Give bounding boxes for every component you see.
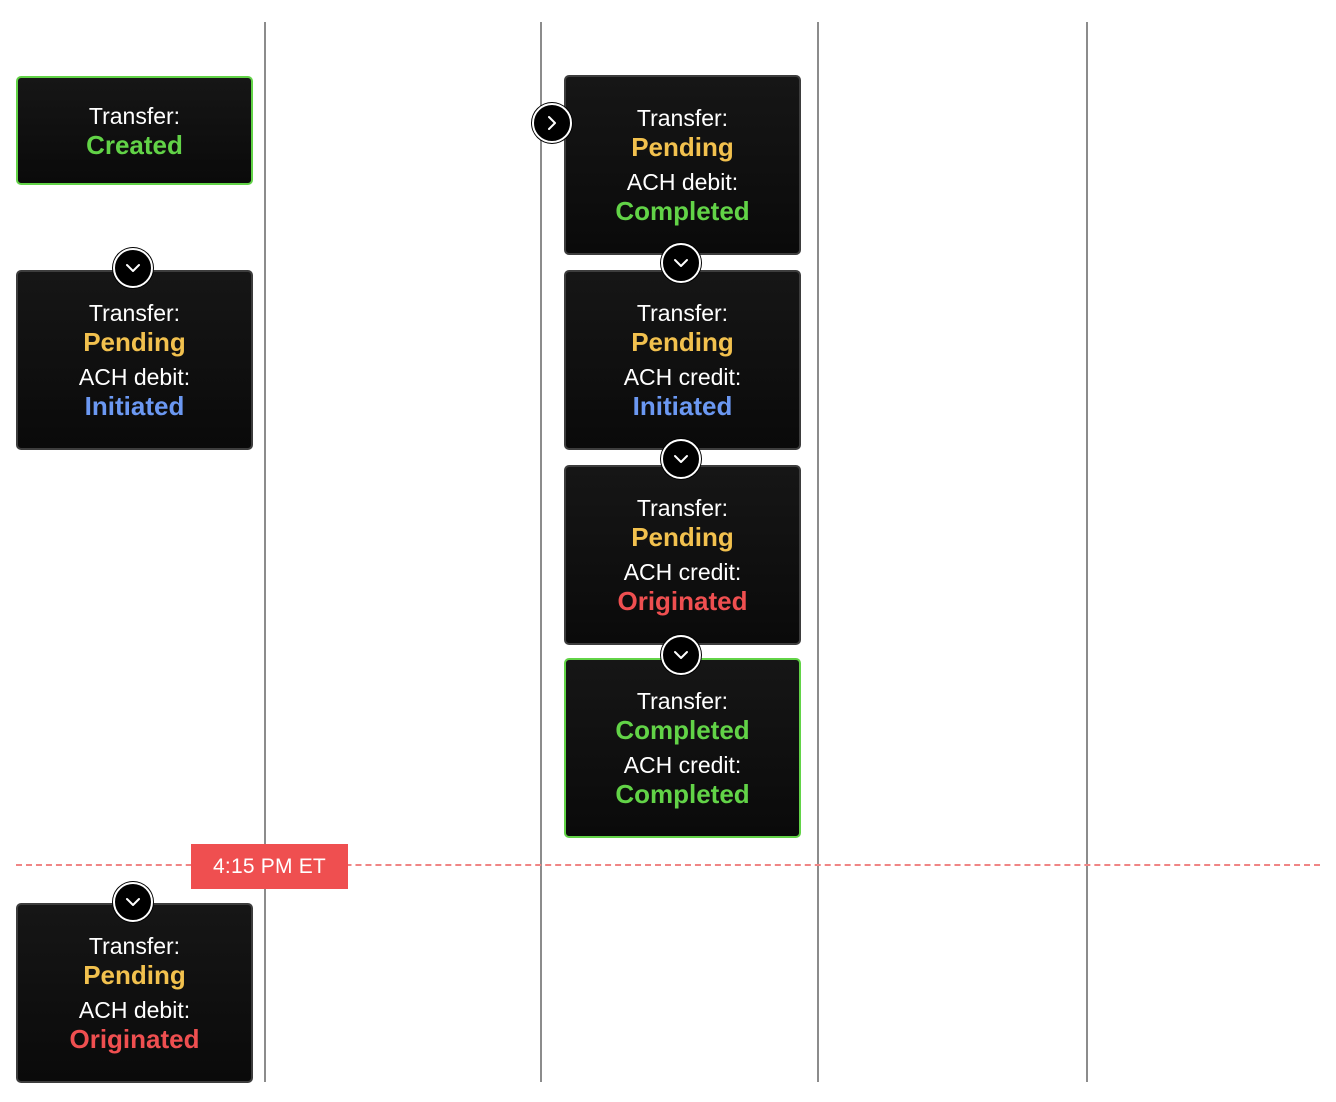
status-value: Originated bbox=[617, 586, 748, 616]
chevron-right-icon bbox=[548, 116, 556, 130]
status-value: Completed bbox=[615, 196, 750, 226]
chevron-down-icon bbox=[113, 882, 153, 922]
status-label: ACH debit: bbox=[78, 997, 191, 1023]
day-divider bbox=[264, 22, 266, 1082]
chevron-right-icon bbox=[532, 103, 572, 143]
chevron-down-icon bbox=[126, 898, 140, 906]
day-divider bbox=[540, 22, 542, 1082]
status-label: Transfer: bbox=[88, 102, 181, 129]
status-value: Pending bbox=[83, 960, 186, 990]
chevron-down-icon bbox=[661, 439, 701, 479]
status-label: Transfer: bbox=[636, 495, 729, 521]
status-value: Initiated bbox=[632, 391, 733, 421]
chevron-down-icon bbox=[661, 243, 701, 283]
status-value: Created bbox=[86, 129, 183, 160]
cutoff-time-badge: 4:15 PM ET bbox=[191, 844, 348, 889]
status-label: ACH credit: bbox=[623, 559, 742, 585]
day-divider bbox=[817, 22, 819, 1082]
status-label: ACH credit: bbox=[623, 364, 742, 390]
status-card-transfer-created: Transfer:Created bbox=[16, 76, 253, 185]
status-label: Transfer: bbox=[636, 300, 729, 326]
chevron-down-icon bbox=[674, 651, 688, 659]
status-label: Transfer: bbox=[636, 105, 729, 131]
status-label: ACH credit: bbox=[623, 752, 742, 778]
chevron-down-icon bbox=[126, 264, 140, 272]
status-label: Transfer: bbox=[88, 933, 181, 959]
status-value: Pending bbox=[83, 327, 186, 357]
chevron-down-icon bbox=[661, 635, 701, 675]
chevron-down-icon bbox=[113, 248, 153, 288]
status-value: Completed bbox=[615, 779, 750, 809]
cutoff-dashed-line bbox=[16, 864, 1320, 866]
status-label: ACH debit: bbox=[78, 364, 191, 390]
day-divider bbox=[1086, 22, 1088, 1082]
status-label: Transfer: bbox=[88, 300, 181, 326]
status-value: Pending bbox=[631, 522, 734, 552]
status-value: Pending bbox=[631, 132, 734, 162]
status-label: Transfer: bbox=[636, 688, 729, 714]
status-value: Completed bbox=[615, 715, 750, 745]
chevron-down-icon bbox=[674, 455, 688, 463]
status-value: Originated bbox=[69, 1024, 200, 1054]
status-value: Pending bbox=[631, 327, 734, 357]
status-value: Initiated bbox=[84, 391, 185, 421]
status-label: ACH debit: bbox=[626, 169, 739, 195]
chevron-down-icon bbox=[674, 259, 688, 267]
